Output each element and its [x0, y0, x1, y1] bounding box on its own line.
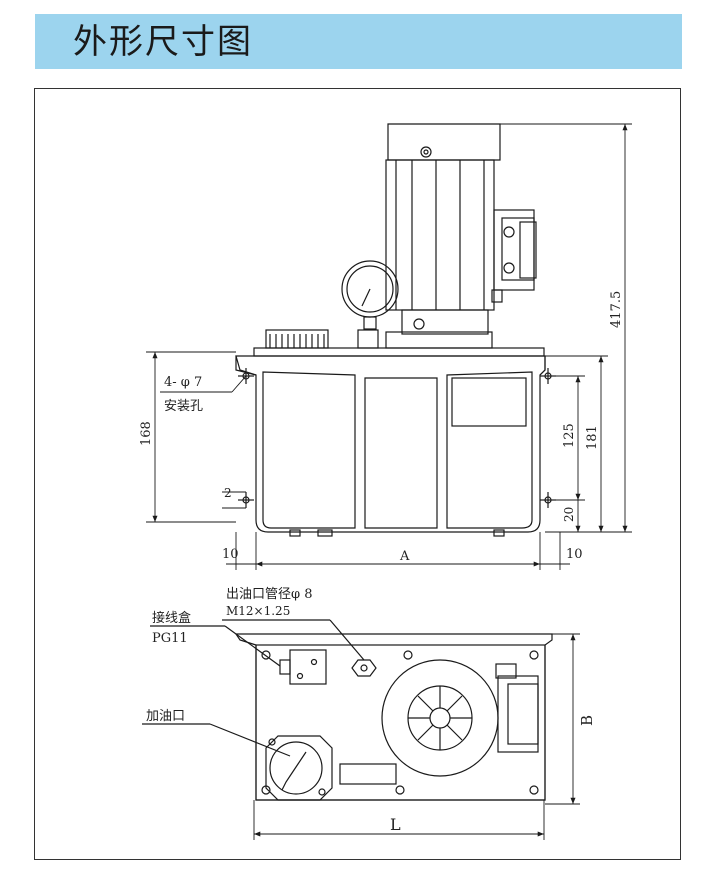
dim-10-left: 10	[222, 547, 239, 562]
dim-181: 181	[585, 425, 600, 450]
header-banner: 外形尺寸图	[35, 14, 682, 69]
drawing-frame	[34, 88, 681, 860]
dim-10-right: 10	[566, 547, 583, 562]
dim-125: 125	[562, 423, 577, 448]
dim-total-height: 417.5	[609, 291, 624, 328]
dim-B: B	[578, 715, 596, 726]
outlet-thread-label: M12×1.25	[226, 604, 290, 618]
front-dimensions	[146, 123, 632, 570]
dim-L: L	[390, 815, 401, 834]
outlet-name-label: 出油口管径φ 8	[226, 587, 313, 602]
junction-spec-label: PG11	[152, 631, 188, 646]
filler-name-label: 加油口	[146, 709, 185, 724]
dim-168: 168	[139, 421, 154, 446]
dim-2: 2	[224, 486, 232, 500]
holes-spec-label: 4- φ 7	[164, 375, 202, 390]
top-dimensions	[253, 633, 580, 840]
front-view	[235, 123, 556, 537]
tank-body	[235, 355, 546, 533]
page-title: 外形尺寸图	[73, 22, 253, 62]
top-view	[142, 619, 553, 801]
holes-name-label: 安装孔	[164, 399, 203, 414]
motor-top	[381, 659, 499, 777]
filler-cap-top	[265, 735, 333, 801]
filler-cap-front	[265, 329, 329, 349]
dim-A: A	[399, 549, 410, 564]
junction-box	[289, 649, 327, 685]
junction-name-label: 接线盒	[152, 610, 191, 626]
dim-20: 20	[562, 507, 576, 522]
